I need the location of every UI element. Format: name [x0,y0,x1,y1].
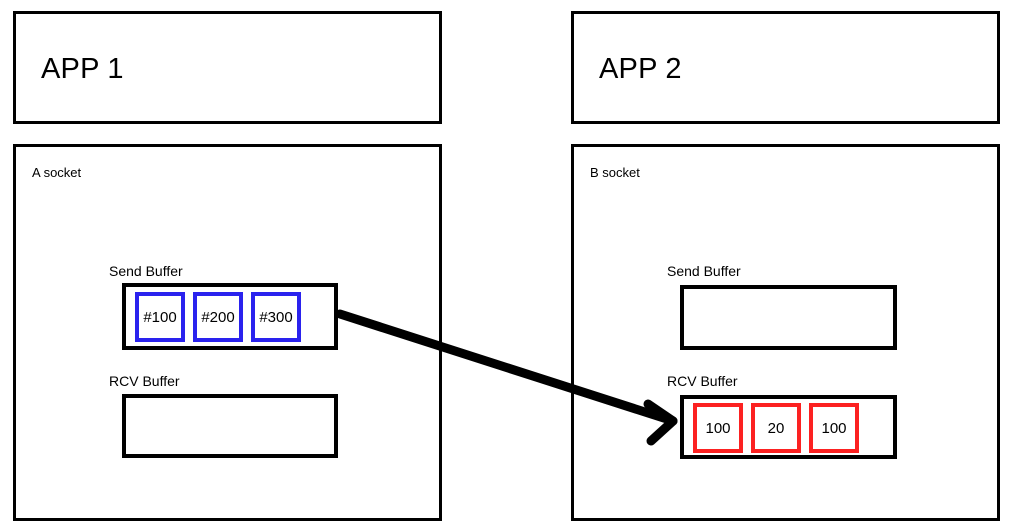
a-send-buffer-label: Send Buffer [109,263,183,279]
b-rcv-buffer-label: RCV Buffer [667,373,738,389]
b-socket-label: B socket [590,165,640,180]
b-send-buffer-label: Send Buffer [667,263,741,279]
send-cell: #100 [135,292,185,342]
a-socket-box: A socket Send Buffer #100 #200 #300 RCV … [13,144,442,521]
app2-title: APP 2 [599,53,682,85]
app1-box: APP 1 [13,11,442,124]
a-send-buffer-box: #100 #200 #300 [122,283,338,350]
a-rcv-buffer-label: RCV Buffer [109,373,180,389]
send-cell: #200 [193,292,243,342]
a-socket-label: A socket [32,165,82,180]
app1-title: APP 1 [41,53,124,85]
b-rcv-buffer-box: 100 20 100 [680,395,897,459]
b-socket-box: B socket Send Buffer RCV Buffer 100 20 1… [571,144,1000,521]
a-rcv-buffer-box [122,394,338,458]
rcv-cell: 100 [693,403,743,453]
rcv-cell: 20 [751,403,801,453]
send-cell: #300 [251,292,301,342]
app2-box: APP 2 [571,11,1000,124]
rcv-cell: 100 [809,403,859,453]
b-send-buffer-box [680,285,897,350]
